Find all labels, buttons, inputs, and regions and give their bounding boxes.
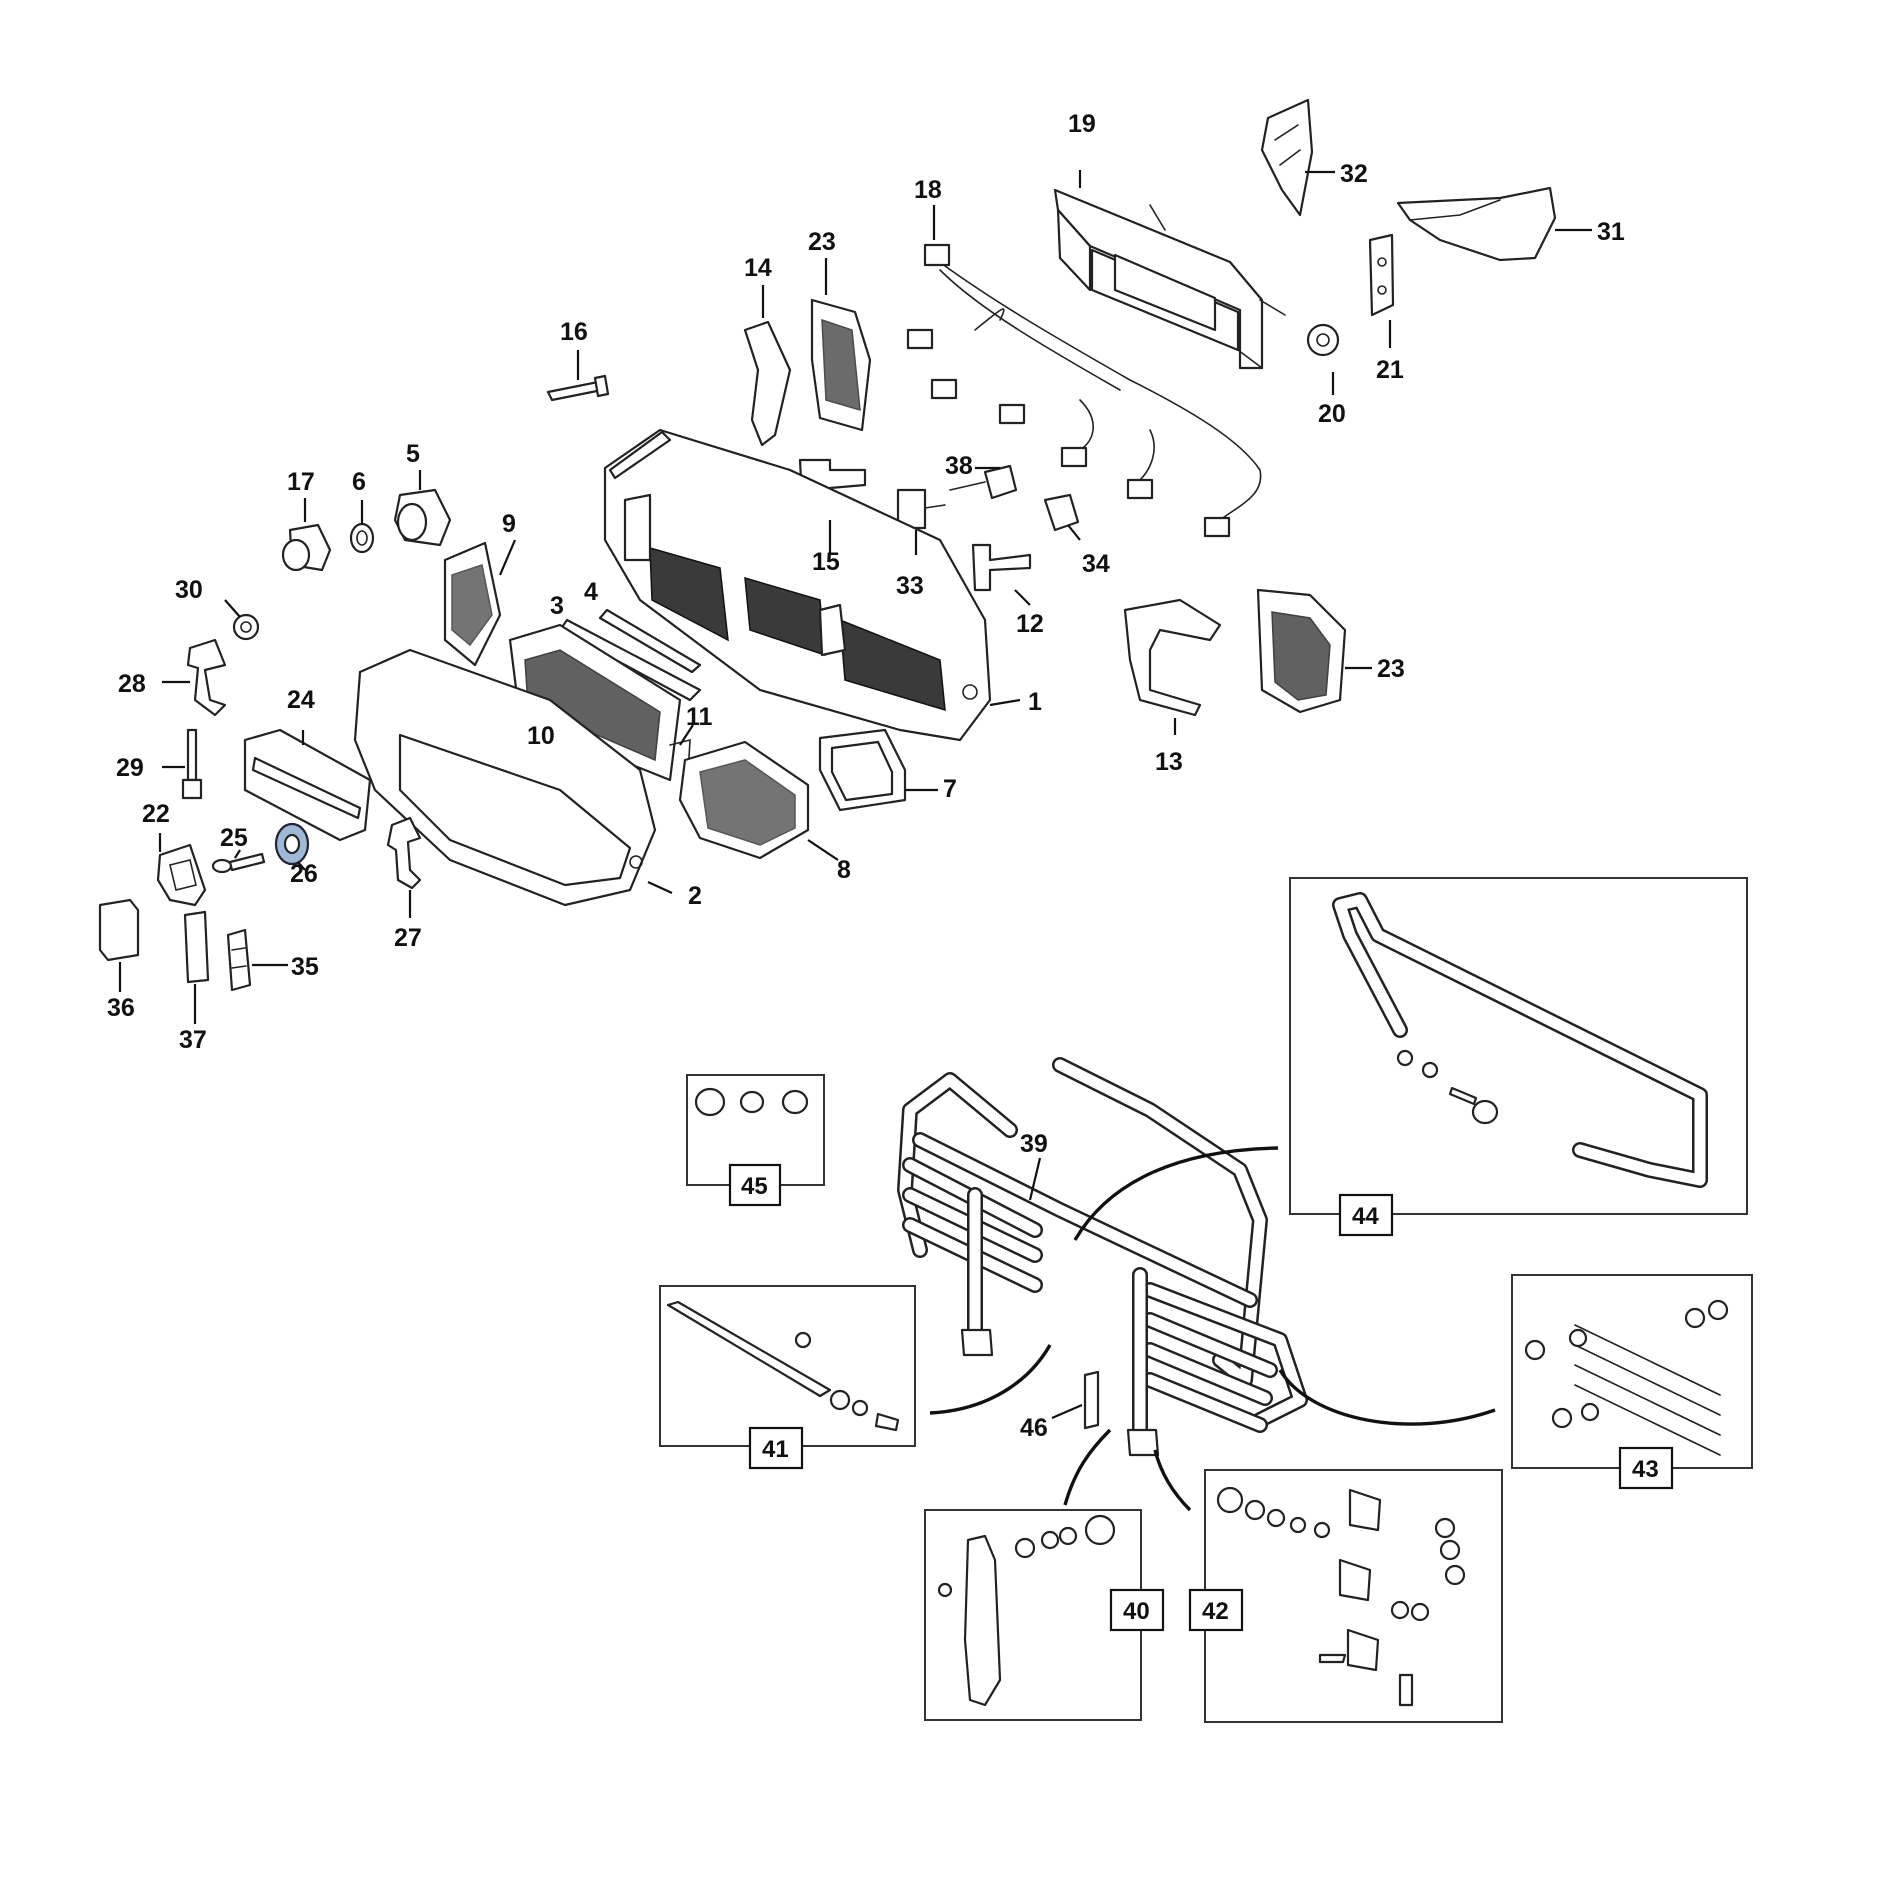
callout-46: 46 [1020, 1414, 1048, 1442]
callout-14: 14 [744, 254, 772, 282]
part-crossmember [1053, 188, 1286, 370]
part-center-bracket-24 [243, 728, 372, 842]
callout-29: 29 [116, 754, 144, 782]
callout-28: 28 [118, 670, 146, 698]
callout-19: 19 [1068, 110, 1096, 138]
part-plate-21 [1368, 233, 1395, 317]
callout-3: 3 [550, 592, 564, 620]
part-gasket-7 [818, 728, 907, 812]
callout-15: 15 [812, 548, 840, 576]
part-lower-bumper [353, 648, 657, 907]
detail-box-40 [924, 1509, 1165, 1721]
callout-7: 7 [943, 775, 957, 803]
part-fog-grille-8 [678, 740, 810, 860]
callout-37: 37 [179, 1026, 207, 1054]
callout-22: 22 [142, 800, 170, 828]
detail-box-42 [1188, 1469, 1503, 1723]
detail-box-45 [686, 1074, 825, 1207]
callout-26: 26 [290, 860, 318, 888]
detail-label-40: 40 [1123, 1598, 1150, 1625]
part-clip-38 [949, 464, 1018, 500]
part-bracket-14 [743, 320, 792, 447]
detail-box-44 [1289, 877, 1748, 1237]
detail-box-43 [1511, 1274, 1753, 1490]
part-bumper-cover [603, 428, 992, 742]
part-bracket-13 [1123, 598, 1222, 717]
callout-20: 20 [1318, 400, 1346, 428]
callout-12: 12 [1016, 610, 1044, 638]
part-bracket-35 [226, 928, 252, 992]
callout-34: 34 [1082, 550, 1110, 578]
callout-6: 6 [352, 468, 366, 496]
callout-13: 13 [1155, 748, 1183, 776]
part-bushing-26 [274, 822, 310, 866]
part-lamp-17 [281, 523, 332, 572]
part-plate-33 [896, 488, 946, 530]
part-nut-20 [1306, 323, 1340, 357]
part-rivet-16 [546, 374, 610, 402]
callout-23-lower: 23 [1377, 655, 1405, 683]
part-nut-30 [232, 613, 260, 641]
callout-4: 4 [584, 578, 598, 606]
part-grille-guard [897, 1057, 1308, 1457]
part-wiring-harness [906, 243, 1262, 538]
part-lamp-23-lower [1256, 588, 1347, 714]
callout-1: 1 [1028, 688, 1042, 716]
callout-21: 21 [1376, 356, 1404, 384]
leader-lines [118, 170, 1592, 1024]
part-end-cap-31 [1396, 186, 1557, 262]
detail-label-41: 41 [762, 1436, 789, 1463]
callout-8: 8 [837, 856, 851, 884]
callout-17: 17 [287, 468, 315, 496]
part-bolt-29 [181, 728, 203, 800]
callout-36: 36 [107, 994, 135, 1022]
callout-10: 10 [527, 722, 555, 750]
detail-label-45: 45 [741, 1173, 768, 1200]
callout-35: 35 [291, 953, 319, 981]
part-lamp-23-upper [810, 298, 872, 432]
part-strip-4 [598, 608, 702, 674]
part-bracket-27 [386, 816, 422, 890]
part-ring-6 [349, 522, 375, 554]
part-bracket-28 [186, 638, 227, 717]
detail-arrows [929, 1146, 1496, 1512]
part-strip-46 [1083, 1370, 1100, 1430]
callout-24: 24 [287, 686, 315, 714]
callout-32: 32 [1340, 160, 1368, 188]
detail-box-labels: 45 44 41 43 40 42 [741, 1173, 1659, 1625]
callout-30: 30 [175, 576, 203, 604]
callout-38: 38 [945, 452, 973, 480]
callout-16: 16 [560, 318, 588, 346]
callout-labels: 19 32 31 18 23 14 21 20 16 5 17 6 38 9 3… [107, 110, 1625, 1442]
part-block-37 [183, 910, 210, 984]
detail-label-43: 43 [1632, 1456, 1659, 1483]
part-bracket-32 [1260, 98, 1314, 217]
callout-39: 39 [1020, 1130, 1048, 1158]
part-bolt-25 [211, 852, 266, 874]
detail-box-41 [659, 1285, 916, 1470]
part-bracket-12 [971, 543, 1032, 592]
callout-11: 11 [686, 703, 713, 731]
part-clip-34 [1043, 493, 1080, 532]
part-block-36 [98, 898, 140, 962]
part-bracket-22 [156, 843, 207, 907]
part-lamp-5 [393, 488, 452, 547]
callout-33: 33 [896, 572, 924, 600]
callout-23-upper: 23 [808, 228, 836, 256]
detail-label-42: 42 [1202, 1598, 1229, 1625]
callout-9: 9 [502, 510, 516, 538]
part-grille-9 [443, 541, 502, 667]
callout-25: 25 [220, 824, 248, 852]
callout-31: 31 [1597, 218, 1625, 246]
callout-5: 5 [406, 440, 420, 468]
detail-label-44: 44 [1352, 1203, 1379, 1230]
callout-18: 18 [914, 176, 942, 204]
callout-2: 2 [688, 882, 702, 910]
callout-27: 27 [394, 924, 422, 952]
